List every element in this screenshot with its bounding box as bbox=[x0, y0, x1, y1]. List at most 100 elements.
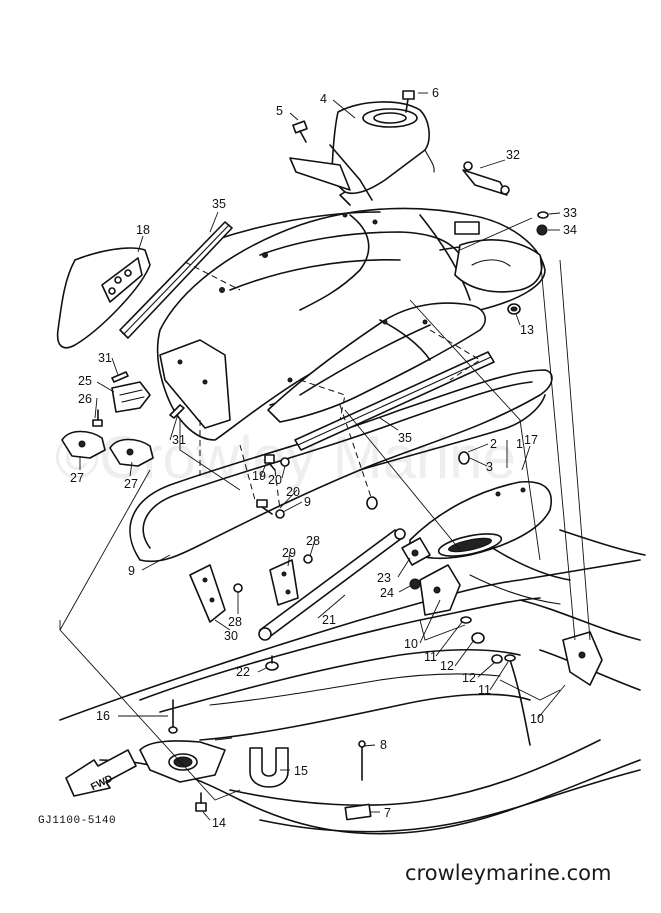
bolt-28a bbox=[233, 583, 243, 593]
latch-10b bbox=[562, 631, 603, 686]
bolt-6 bbox=[402, 90, 415, 113]
alignment-lines bbox=[184, 261, 481, 511]
handle-pole-mount bbox=[289, 101, 435, 206]
hinge-plate-30 bbox=[189, 564, 226, 623]
bolt-20a bbox=[280, 457, 290, 467]
callout-leaders bbox=[79, 92, 566, 821]
washer-11 bbox=[460, 616, 472, 624]
callout-27a: 27 bbox=[70, 471, 84, 485]
bolt-19b bbox=[275, 509, 285, 519]
plug-2 bbox=[458, 451, 470, 465]
clip-27-right bbox=[109, 438, 154, 467]
callout-12b: 12 bbox=[462, 671, 476, 685]
deck-latch-plate bbox=[454, 221, 480, 235]
callout-13: 13 bbox=[520, 323, 534, 337]
bolt-20b bbox=[256, 499, 273, 515]
fwd-arrow-icon: FWD bbox=[65, 749, 137, 797]
plug-3 bbox=[366, 496, 378, 510]
screw-14 bbox=[195, 792, 207, 812]
nut-12 bbox=[471, 632, 485, 644]
callout-9b: 9 bbox=[304, 495, 311, 509]
callout-32: 32 bbox=[506, 148, 520, 162]
fastener-13 bbox=[507, 303, 521, 315]
callout-25: 25 bbox=[78, 374, 92, 388]
callout-5: 5 bbox=[276, 104, 283, 118]
grab-block-25 bbox=[111, 381, 151, 413]
nut-12b bbox=[491, 654, 503, 664]
callout-11b: 11 bbox=[478, 683, 491, 697]
tow-eye bbox=[139, 740, 226, 783]
callout-33: 33 bbox=[563, 206, 577, 220]
u-bolt-15 bbox=[249, 747, 289, 788]
callout-27b: 27 bbox=[124, 477, 138, 491]
callout-1: 1 bbox=[516, 437, 523, 451]
callout-4: 4 bbox=[320, 92, 327, 106]
callout-18: 18 bbox=[136, 223, 150, 237]
clip-7 bbox=[344, 803, 372, 821]
nut-34 bbox=[536, 224, 548, 236]
handle-bracket-32 bbox=[462, 161, 510, 196]
callout-3: 3 bbox=[486, 460, 493, 474]
callout-6: 6 bbox=[432, 86, 439, 100]
diagram-code: GJ1100-5140 bbox=[38, 815, 116, 827]
rear-hatch-cover bbox=[409, 481, 552, 560]
pin-16 bbox=[168, 699, 178, 734]
callout-2: 2 bbox=[490, 437, 497, 451]
callout-22: 22 bbox=[236, 665, 250, 679]
nut-24 bbox=[409, 578, 421, 590]
callout-30: 30 bbox=[224, 629, 238, 643]
callout-21: 21 bbox=[322, 613, 336, 627]
callout-12a: 12 bbox=[440, 659, 454, 673]
callout-10b: 10 bbox=[530, 712, 544, 726]
callout-10a: 10 bbox=[404, 637, 418, 651]
callout-31b: 31 bbox=[172, 433, 186, 447]
callout-11a: 11 bbox=[424, 650, 437, 664]
website-label: crowleymarine.com bbox=[405, 861, 611, 885]
washer-11b bbox=[504, 654, 516, 662]
seat-piece bbox=[267, 302, 486, 423]
callout-14: 14 bbox=[212, 816, 226, 830]
hinge-plate-29 bbox=[269, 559, 299, 606]
stay-rod-21 bbox=[258, 528, 406, 641]
callout-20b: 20 bbox=[286, 485, 300, 499]
bolt-5 bbox=[292, 120, 308, 143]
callout-31a: 31 bbox=[98, 351, 112, 365]
bolt-28b bbox=[303, 554, 313, 564]
pin-31-lower bbox=[169, 404, 185, 419]
callout-35a: 35 bbox=[212, 197, 226, 211]
washer-33 bbox=[537, 211, 549, 219]
callout-34: 34 bbox=[563, 223, 577, 237]
callout-labels: 1 2 3 4 5 6 7 8 9 9 10 10 11 11 12 12 13… bbox=[70, 86, 577, 830]
callout-19: 19 bbox=[252, 469, 266, 483]
callout-26: 26 bbox=[78, 392, 92, 406]
callout-9: 9 bbox=[128, 564, 135, 578]
callout-28a: 28 bbox=[228, 615, 242, 629]
pin-8 bbox=[358, 740, 366, 781]
callout-15: 15 bbox=[294, 764, 308, 778]
callout-28b: 28 bbox=[306, 534, 320, 548]
nut-22 bbox=[265, 655, 279, 671]
callout-17: 17 bbox=[524, 433, 538, 447]
group-lines bbox=[59, 254, 591, 801]
callout-7: 7 bbox=[384, 806, 391, 820]
gunwale-rail bbox=[129, 369, 553, 563]
callout-24: 24 bbox=[380, 586, 394, 600]
callout-23: 23 bbox=[377, 571, 391, 585]
side-panel-18 bbox=[56, 247, 151, 349]
callout-16: 16 bbox=[96, 709, 110, 723]
trim-strip-35-lower bbox=[294, 351, 495, 451]
pin-31-upper bbox=[111, 371, 129, 383]
latch-10 bbox=[419, 564, 461, 616]
front-bracket bbox=[159, 339, 231, 429]
screw-26 bbox=[92, 409, 103, 427]
callout-35b: 35 bbox=[398, 431, 412, 445]
bolt-19a bbox=[264, 454, 276, 471]
upper-deck bbox=[156, 207, 546, 441]
callout-20a: 20 bbox=[268, 473, 282, 487]
stay-bracket-23 bbox=[401, 537, 431, 566]
callout-29: 29 bbox=[282, 546, 296, 560]
clip-27-left bbox=[61, 430, 106, 459]
trim-strip-35-upper bbox=[119, 221, 233, 339]
